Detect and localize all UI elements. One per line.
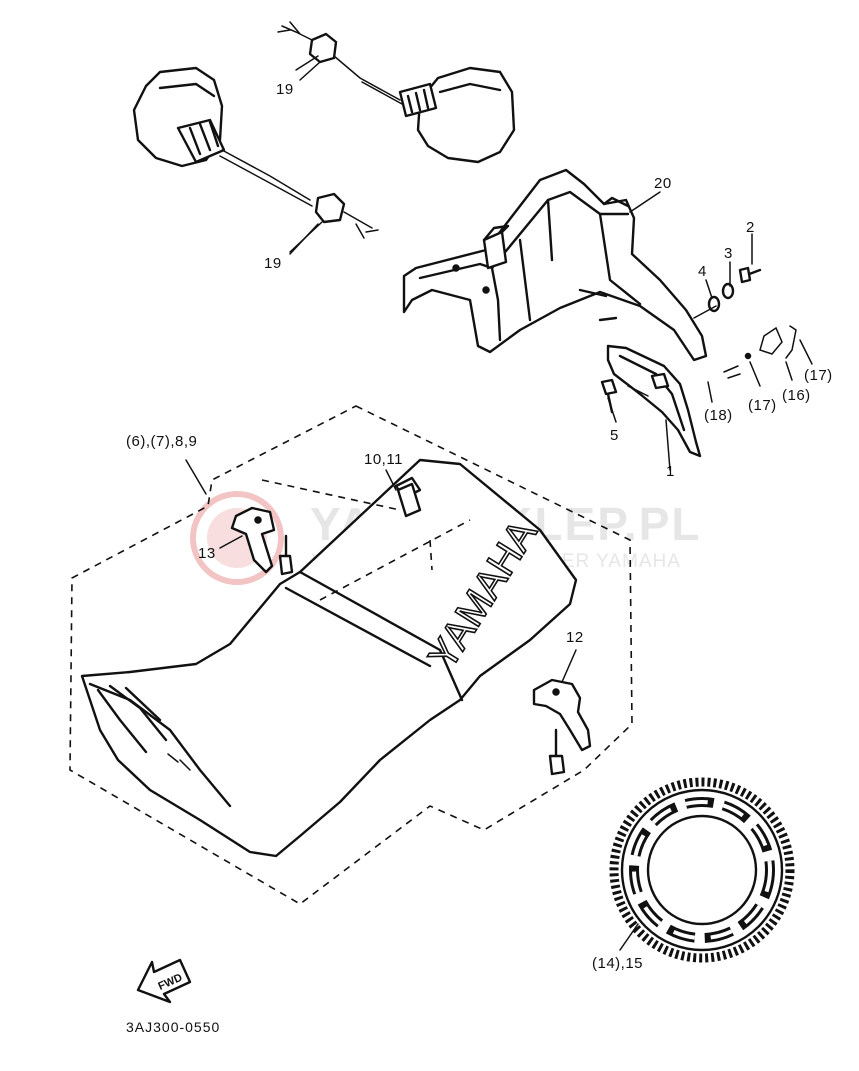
callout-14-15: (14),15: [592, 955, 643, 972]
diagram-code: 3AJ300-0550: [126, 1019, 220, 1035]
rear-fender-bracket: [402, 168, 708, 362]
callout-19-lower: 19: [264, 255, 282, 272]
watermark-logo-icon: [190, 491, 284, 585]
seat-assembly-outline: [69, 405, 633, 905]
forward-arrow-icon: FWD: [136, 958, 192, 1004]
callout-19-upper: 19: [276, 81, 294, 98]
callout-17-left: (17): [748, 397, 777, 414]
callout-3: 3: [724, 245, 733, 262]
callout-12: 12: [566, 629, 584, 646]
turn-signal-left: [132, 66, 379, 253]
callout-5: 5: [610, 427, 619, 444]
seat-bracket-12: [532, 678, 592, 776]
seat: YAMAHA: [80, 458, 578, 858]
fasteners-2-3-4: [693, 266, 762, 319]
turn-signal-right: [277, 21, 516, 164]
callout-1: 1: [666, 463, 675, 480]
leader-lines: [185, 55, 753, 951]
seat-bracket-13: [230, 506, 294, 576]
callout-17-right: (17): [804, 367, 833, 384]
callout-2: 2: [746, 219, 755, 236]
callout-16: (16): [782, 387, 811, 404]
small-parts-16-17-18: [707, 325, 813, 403]
rear-sprocket: [609, 777, 795, 963]
callout-labels: 19 19 20 2 3 4 5 1 (16) (17) (17) (18) (…: [126, 81, 833, 972]
license-plate-bracket: [600, 344, 702, 471]
callout-10-11: 10,11: [364, 451, 403, 468]
callout-20: 20: [654, 175, 672, 192]
callout-13: 13: [198, 545, 216, 562]
callout-6-7-8-9: (6),(7),8,9: [126, 433, 197, 450]
callout-4: 4: [698, 263, 707, 280]
callout-18: (18): [704, 407, 733, 424]
